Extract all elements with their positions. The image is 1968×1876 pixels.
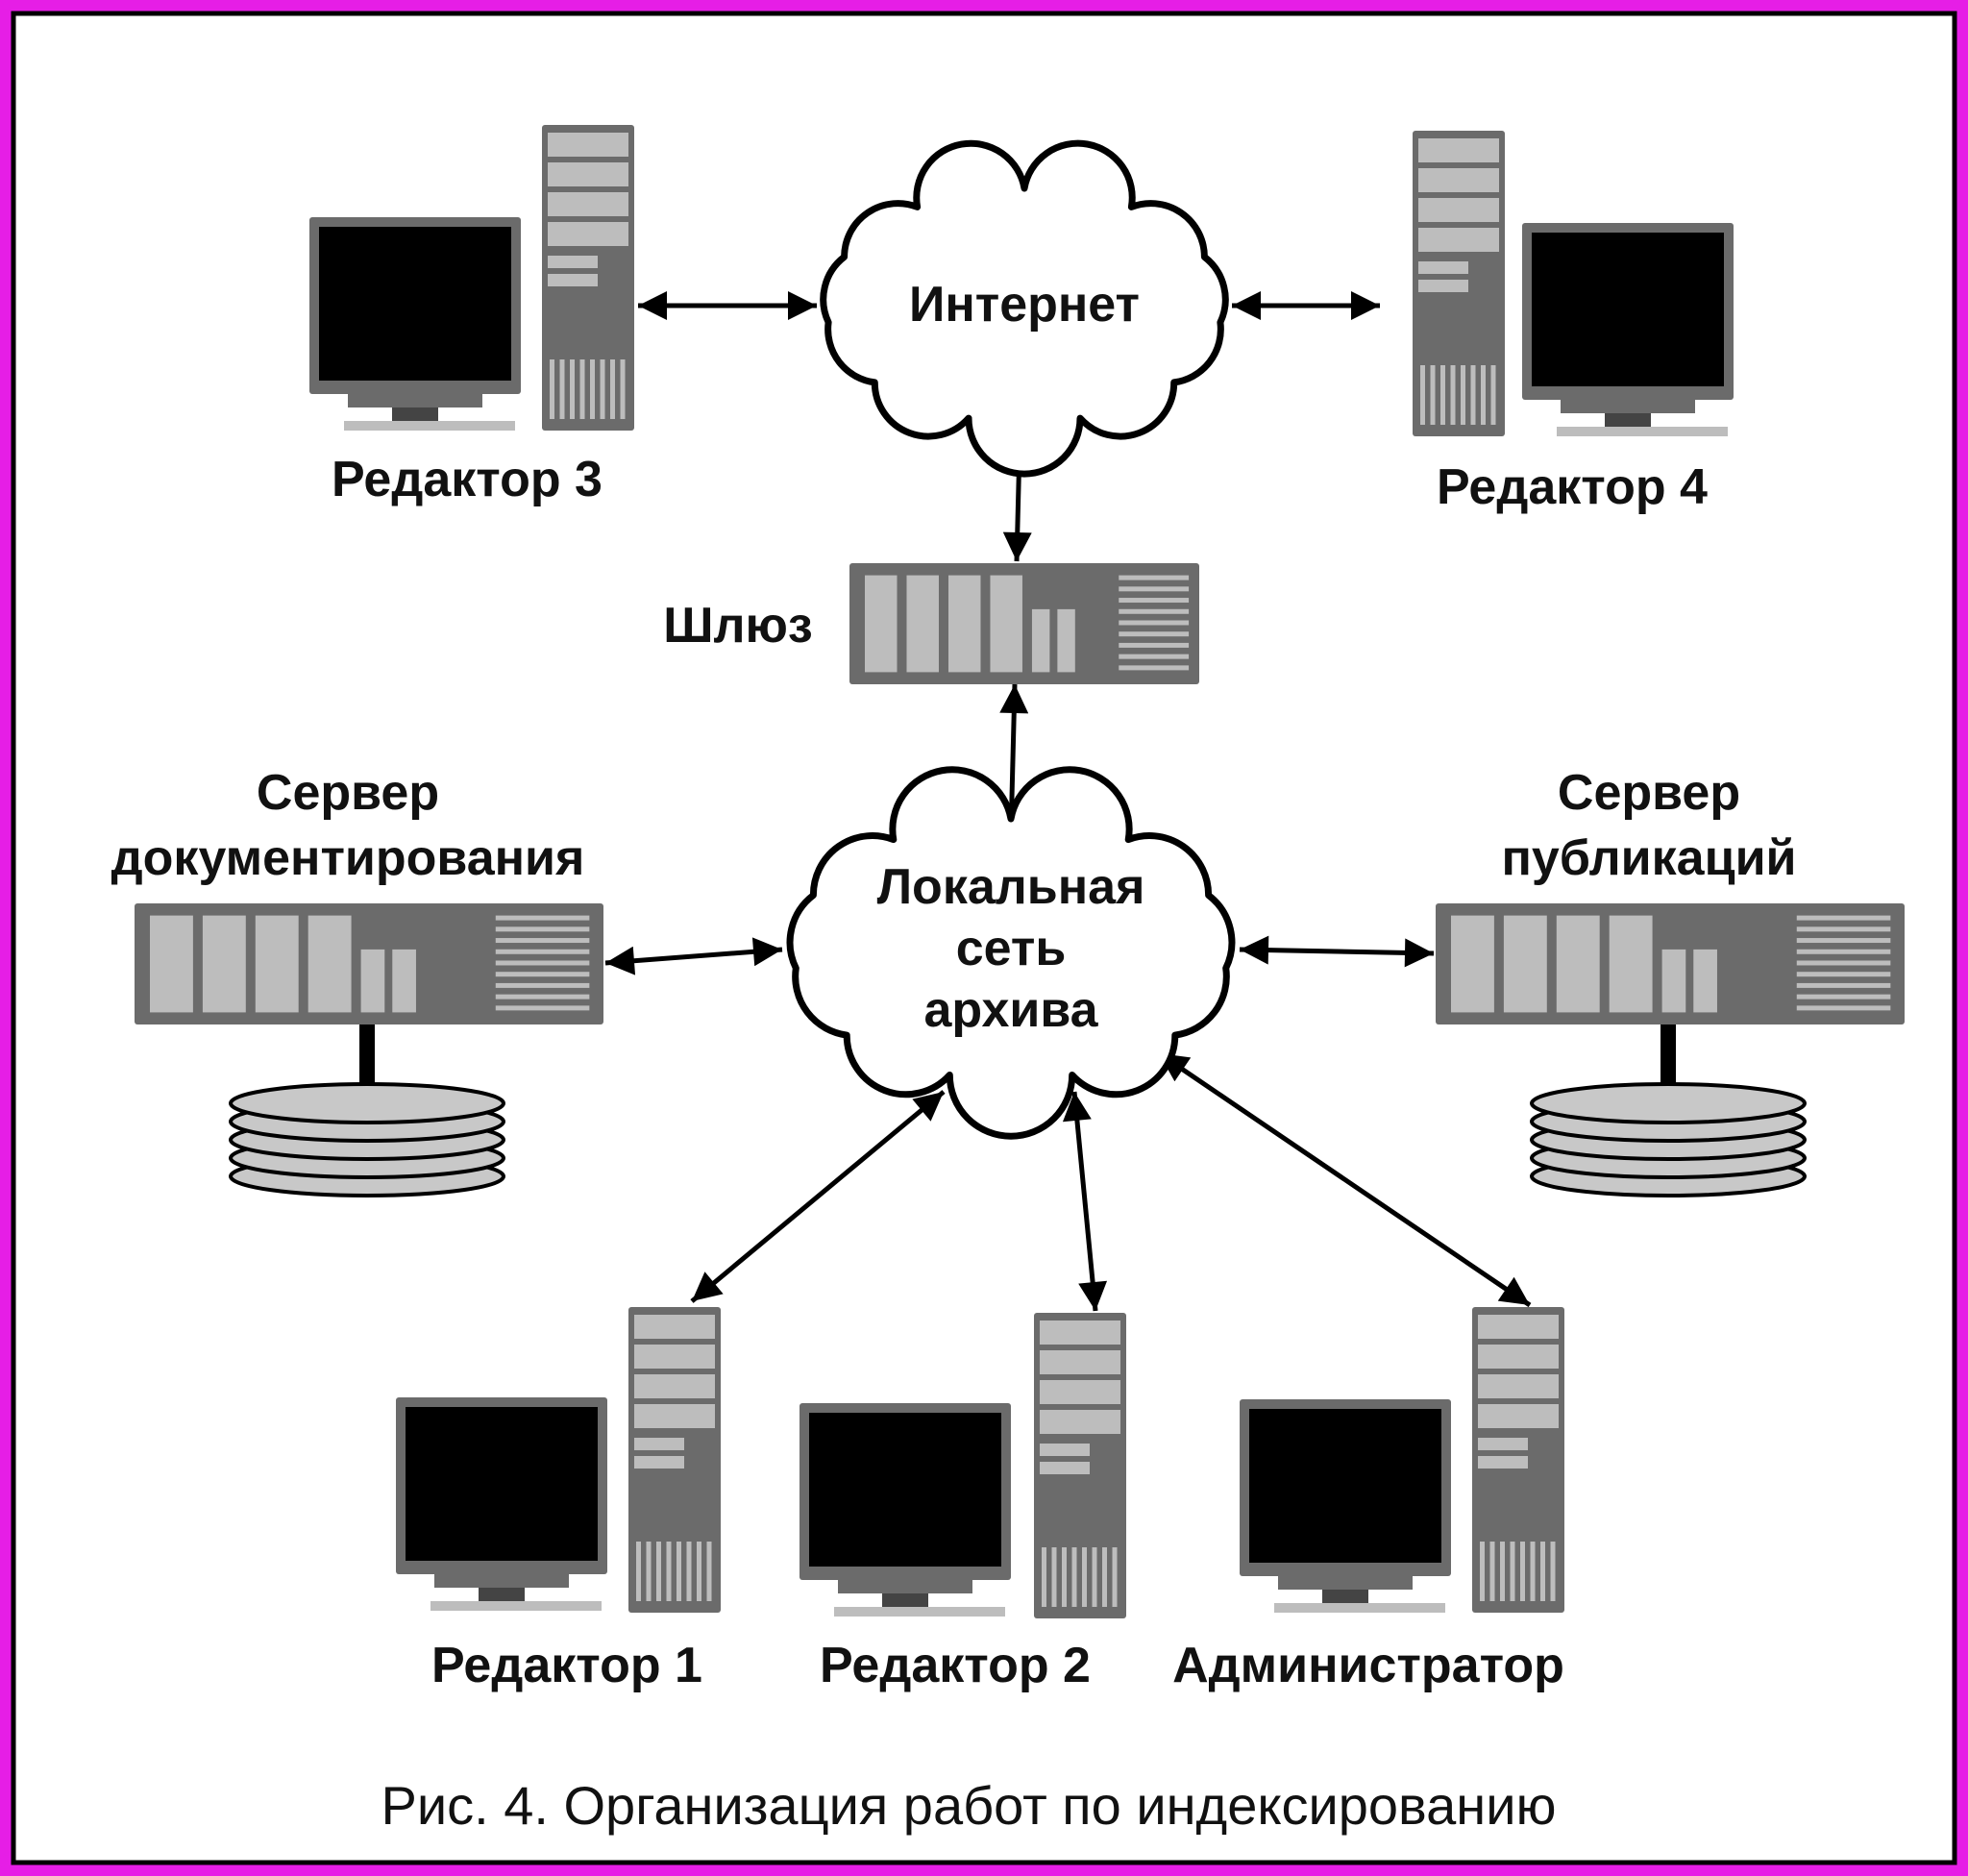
lan-label-line1: Локальная	[877, 859, 1145, 915]
internet-label: Интернет	[909, 277, 1140, 333]
arrow-lan-editor2	[1062, 1091, 1108, 1312]
arrow-lan-pubserver	[1239, 935, 1435, 968]
workstation-editor1	[396, 1307, 721, 1613]
disk-stack-publications	[1530, 1024, 1807, 1197]
cloud-icon	[820, 139, 1229, 478]
editor1-label: Редактор 1	[431, 1638, 702, 1693]
lan-label-line3: архива	[923, 982, 1098, 1038]
workstation-editor2	[800, 1313, 1126, 1618]
inner-frame	[11, 11, 1957, 1865]
arrow-lan-editor1	[690, 1090, 946, 1303]
lan-label-line2: сеть	[956, 921, 1067, 976]
disk-stack-documentation	[229, 1024, 505, 1197]
doc-server-label-line1: Сервер	[257, 765, 439, 821]
connections	[604, 291, 1532, 1312]
rack-server-gateway	[849, 563, 1199, 684]
rack-server-documentation	[135, 903, 603, 1024]
editor2-label: Редактор 2	[820, 1638, 1091, 1693]
rack-server-publications	[1436, 903, 1905, 1024]
editor3-label: Редактор 3	[332, 452, 603, 507]
arrow-docserver-lan	[604, 937, 783, 975]
pub-server-label-line1: Сервер	[1558, 765, 1740, 821]
editor4-label: Редактор 4	[1437, 459, 1708, 515]
arrow-lan-admin	[1157, 1050, 1532, 1308]
workstation-editor3	[309, 125, 634, 431]
devices	[135, 125, 1905, 1618]
admin-label: Администратор	[1172, 1638, 1564, 1693]
gateway-label: Шлюз	[663, 598, 813, 654]
cloud-icon	[786, 766, 1236, 1140]
doc-server-label-line2: документирования	[111, 830, 585, 886]
workstation-admin	[1240, 1307, 1564, 1613]
figure-caption: Рис. 4. Организация работ по индексирова…	[381, 1775, 1556, 1836]
pub-server-label-line2: публикаций	[1502, 830, 1797, 886]
workstation-editor4	[1413, 131, 1734, 436]
